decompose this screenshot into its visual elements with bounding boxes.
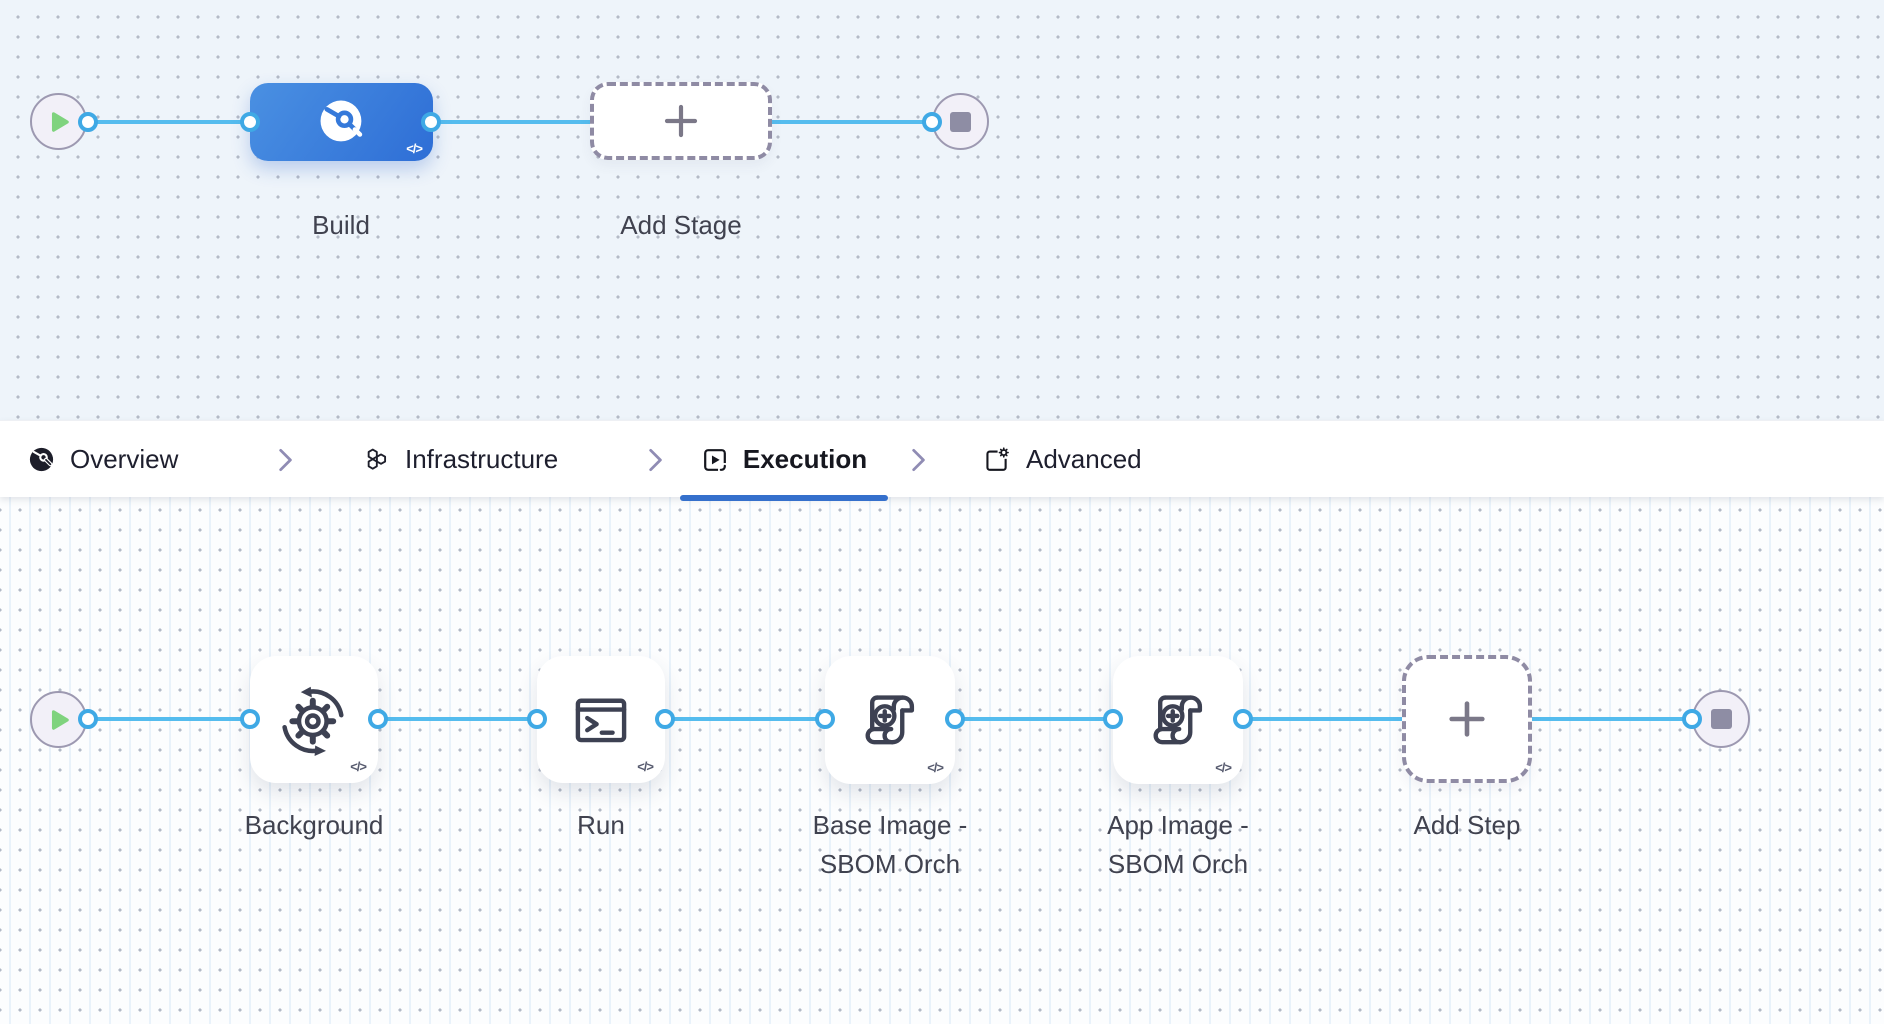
stage-config-tabbar: Overview Infrastructure Execution: [0, 420, 1884, 501]
chevron-right-icon: [912, 448, 925, 472]
stage-pipeline-canvas[interactable]: </> Build Add Stage: [0, 0, 1884, 420]
stage-label-build: Build: [312, 210, 370, 240]
step-label-background: Background: [244, 810, 384, 840]
connector-port[interactable]: [1233, 709, 1253, 729]
hexagons-infrastructure-icon: [367, 448, 387, 470]
connector-port[interactable]: [527, 709, 547, 729]
step-label-base-image-sbom-orch: Base Image - SBOM Orch: [812, 810, 968, 879]
harness-ci-build-icon: [320, 100, 362, 142]
plus-icon: [1449, 701, 1485, 737]
tab-execution-label: Execution: [742, 444, 868, 474]
step-node-run[interactable]: </>: [537, 656, 665, 783]
stage-yaml-toggle[interactable]: </>: [406, 141, 423, 156]
tab-advanced-label: Advanced: [1026, 444, 1142, 474]
step-node-base-image-sbom-orch[interactable]: </>: [825, 656, 955, 784]
execution-steps-canvas[interactable]: </> </> </>: [0, 497, 1884, 1024]
step-label-run: Run: [577, 810, 625, 840]
active-tab-underline: [680, 495, 888, 501]
connector-port[interactable]: [1103, 709, 1123, 729]
connector-port[interactable]: [655, 709, 675, 729]
step-yaml-toggle[interactable]: </>: [927, 760, 944, 775]
step-yaml-toggle[interactable]: </>: [1215, 760, 1232, 775]
tab-advanced[interactable]: Advanced: [983, 421, 1142, 498]
connector-port[interactable]: [240, 112, 260, 132]
plus-icon: [664, 104, 698, 138]
pipeline-overview-icon: [29, 447, 54, 472]
gear-sync-icon: [282, 686, 344, 756]
chevron-right-icon: [279, 448, 292, 472]
connector-port[interactable]: [78, 709, 98, 729]
step-label-app-image-sbom-orch: App Image - SBOM Orch: [1107, 810, 1249, 879]
connector-port[interactable]: [240, 709, 260, 729]
connector-port[interactable]: [945, 709, 965, 729]
stage-node-build[interactable]: </>: [250, 83, 433, 161]
execution-start-node: [30, 691, 87, 748]
add-step-button[interactable]: [1402, 655, 1532, 783]
tab-infrastructure-label: Infrastructure: [405, 444, 559, 474]
step-node-background[interactable]: </>: [250, 656, 378, 783]
stop-icon: [950, 111, 971, 132]
play-icon: [51, 709, 69, 730]
connector-port[interactable]: [368, 709, 388, 729]
stage-connector-line: [88, 120, 932, 124]
connector-port[interactable]: [1682, 709, 1702, 729]
scroll-plus-icon: [1153, 695, 1203, 745]
add-stage-button[interactable]: [590, 82, 772, 160]
step-yaml-toggle[interactable]: </>: [350, 759, 367, 774]
tab-overview-label: Overview: [70, 444, 179, 474]
connector-port[interactable]: [78, 112, 98, 132]
tab-overview[interactable]: Overview: [28, 421, 178, 498]
scroll-plus-icon: [865, 695, 915, 745]
play-icon: [51, 111, 69, 132]
step-node-app-image-sbom-orch[interactable]: </>: [1113, 656, 1243, 784]
play-box-execution-icon: [703, 448, 727, 472]
step-yaml-toggle[interactable]: </>: [637, 759, 654, 774]
pipeline-start-node: [30, 93, 87, 150]
connector-port[interactable]: [922, 112, 942, 132]
add-step-label: Add Step: [1413, 810, 1521, 840]
connector-port[interactable]: [815, 709, 835, 729]
add-stage-label: Add Stage: [620, 210, 742, 240]
terminal-icon: [575, 698, 627, 742]
tab-execution[interactable]: Execution: [680, 421, 888, 498]
connector-port[interactable]: [421, 112, 441, 132]
tab-infrastructure[interactable]: Infrastructure: [362, 421, 558, 498]
chevron-right-icon: [649, 448, 662, 472]
stop-icon: [1710, 709, 1732, 729]
advanced-settings-icon: [986, 445, 1011, 471]
